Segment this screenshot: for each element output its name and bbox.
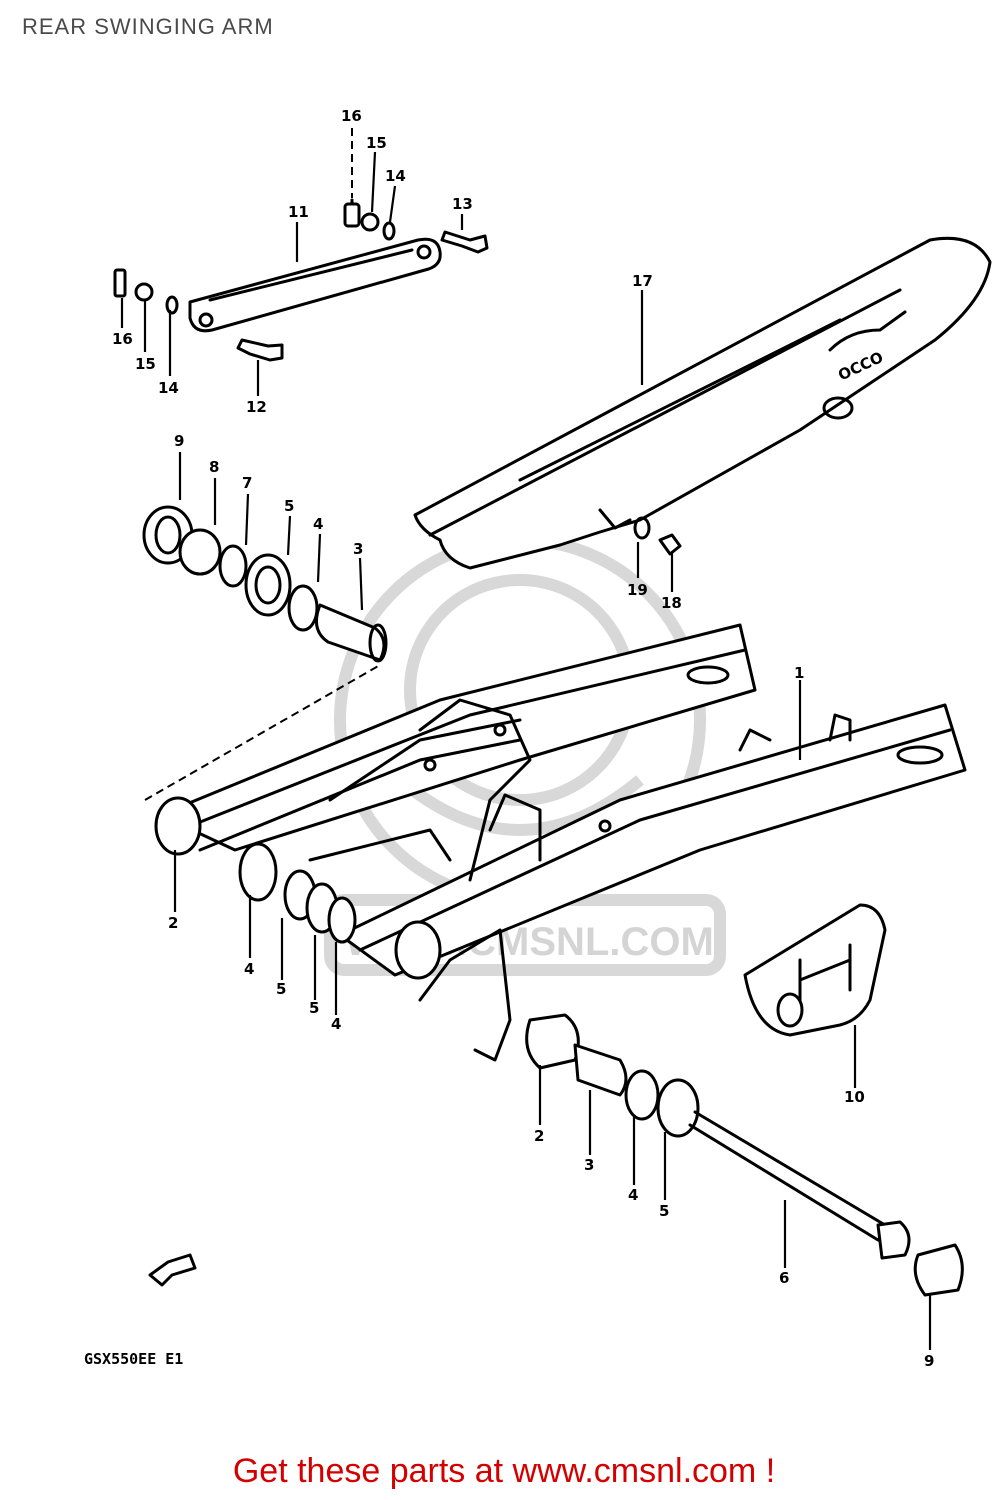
callout-9-right: 9	[924, 1352, 934, 1370]
callout-15-left: 15	[135, 355, 156, 373]
exploded-parts-diagram: WWW.CMSNL.COM OCCO	[112, 107, 992, 1370]
front-arrow-icon	[148, 1253, 197, 1287]
callout-9-left: 9	[174, 432, 184, 450]
callout-4-center-b: 4	[331, 1015, 341, 1033]
callout-4-right: 4	[628, 1186, 638, 1204]
callout-3-right: 3	[584, 1156, 594, 1174]
pivot-parts-right[interactable]	[525, 1013, 964, 1297]
callout-10: 10	[844, 1088, 865, 1106]
callout-labels: 16 15 14 11 13 17 16 15 14 12 9 8 7 5 4 …	[112, 107, 934, 1370]
pivot-parts-left[interactable]	[142, 505, 388, 663]
callout-14-top: 14	[385, 167, 406, 185]
callout-4-center-a: 4	[244, 960, 254, 978]
callout-14-left: 14	[158, 379, 179, 397]
callout-11: 11	[288, 203, 309, 221]
chain-adjuster-part-10[interactable]	[743, 903, 887, 1037]
callout-5-center-b: 5	[309, 999, 319, 1017]
cmsnl-parts-link[interactable]: Get these parts at www.cmsnl.com !	[232, 1452, 776, 1490]
model-label: GSX550EE E1	[84, 1350, 184, 1368]
callout-18: 18	[661, 594, 682, 612]
callout-5-left: 5	[284, 497, 294, 515]
callout-17: 17	[632, 272, 653, 290]
chain-case-part-17[interactable]: OCCO	[413, 236, 992, 570]
callout-leaders	[120, 128, 932, 1350]
callout-2-left: 2	[168, 914, 178, 932]
callout-5-center-a: 5	[276, 980, 286, 998]
callout-13: 13	[452, 195, 473, 213]
bolt-washer-set-left[interactable]	[113, 268, 284, 362]
callout-1: 1	[794, 664, 804, 682]
chain-case-fasteners[interactable]	[633, 516, 682, 556]
page-title: REAR SWINGING ARM	[22, 14, 274, 39]
swing-arm-part-1[interactable]	[154, 623, 967, 1062]
callout-5-right: 5	[659, 1202, 669, 1220]
callout-6: 6	[779, 1269, 789, 1287]
callout-7: 7	[242, 474, 252, 492]
torque-link-part-11[interactable]	[188, 237, 442, 333]
center-pivot-spacers[interactable]	[238, 842, 357, 944]
bolt-washer-set-top[interactable]	[343, 198, 489, 254]
callout-8: 8	[209, 458, 219, 476]
callout-4-left: 4	[313, 515, 323, 533]
callout-15-top: 15	[366, 134, 387, 152]
callout-3-left: 3	[353, 540, 363, 558]
callout-2-right: 2	[534, 1127, 544, 1145]
callout-19: 19	[627, 581, 648, 599]
callout-12: 12	[246, 398, 267, 416]
callout-16-left: 16	[112, 330, 133, 348]
callout-16-top: 16	[341, 107, 362, 125]
